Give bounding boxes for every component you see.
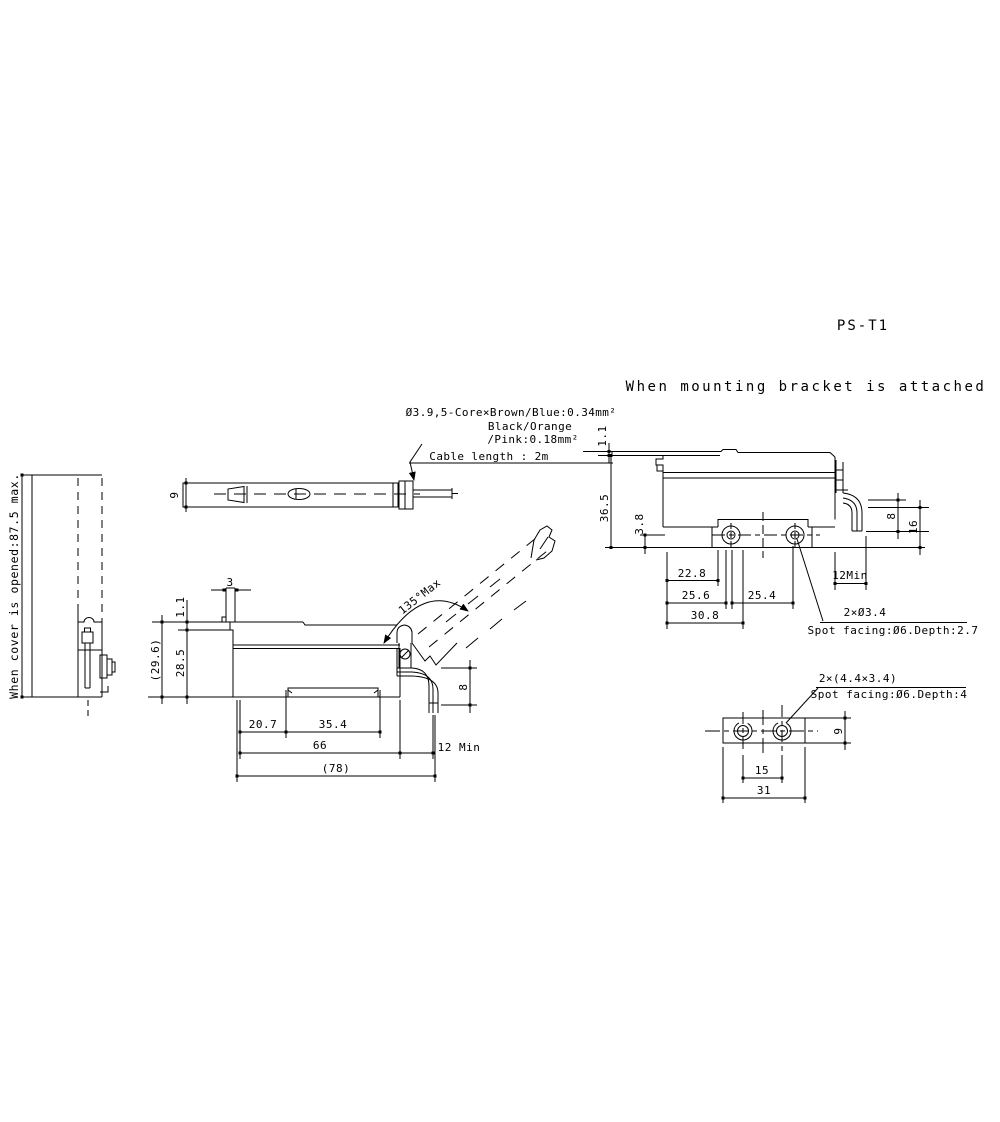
dim-36-5: 36.5 <box>598 494 611 523</box>
dim-bracket-9: 9 <box>832 727 845 734</box>
dim-15: 15 <box>755 764 769 777</box>
cover-open-note: When cover is opened:87.5 max. <box>7 473 21 699</box>
view-bracket-side <box>583 443 967 629</box>
cable-note-line3: /Pink:0.18mm² <box>487 433 578 446</box>
dim-78: (78) <box>322 762 351 775</box>
dim-25-4: 25.4 <box>748 589 777 602</box>
dim-66: 66 <box>313 739 327 752</box>
dim-overall-height: (29.6) <box>149 639 162 682</box>
dim-16: 16 <box>907 520 920 534</box>
model-label: PS-T1 <box>837 318 889 334</box>
bracket-view-caption: When mounting bracket is attached <box>626 379 987 395</box>
dim-20-7: 20.7 <box>249 718 278 731</box>
dim-30-8: 30.8 <box>691 609 720 622</box>
dim-top-height: 9 <box>168 491 181 498</box>
view-bracket-top <box>705 687 966 803</box>
view-side <box>148 525 556 782</box>
hole-note-dia: 2×Ø3.4 <box>844 606 887 619</box>
cable-note-line2: Black/Orange <box>488 420 572 433</box>
dim-lever-thickness: 1.1 <box>596 425 609 446</box>
dim-12min: 12Min <box>832 569 868 582</box>
dim-31: 31 <box>757 784 771 797</box>
dim-3-8: 3.8 <box>633 513 646 534</box>
bracket-spotface-note: Spot facing:Ø6.Depth:4 <box>811 688 968 701</box>
cable-note-leader <box>408 443 613 481</box>
dim-cable-bend-8: 8 <box>457 683 470 690</box>
dim-12-min: 12 Min <box>438 741 481 754</box>
cable-note-line4: Cable length : 2m <box>429 450 548 463</box>
dim-35-4: 35.4 <box>319 718 348 731</box>
dim-lip: 1.1 <box>174 596 187 617</box>
dim-22-8: 22.8 <box>678 567 707 580</box>
view-cover-open <box>20 473 116 716</box>
dim-25-6: 25.6 <box>682 589 711 602</box>
hole-note-spotface: Spot facing:Ø6.Depth:2.7 <box>808 624 979 637</box>
cable-note-line1: Ø3.9,5-Core×Brown/Blue:0.34mm² <box>406 406 617 419</box>
bracket-hole-note: 2×(4.4×3.4) <box>819 672 897 685</box>
dim-8: 8 <box>885 512 898 519</box>
view-top <box>182 478 458 512</box>
dim-body-height: 28.5 <box>174 649 187 678</box>
dim-plate-width: 3 <box>226 576 233 589</box>
